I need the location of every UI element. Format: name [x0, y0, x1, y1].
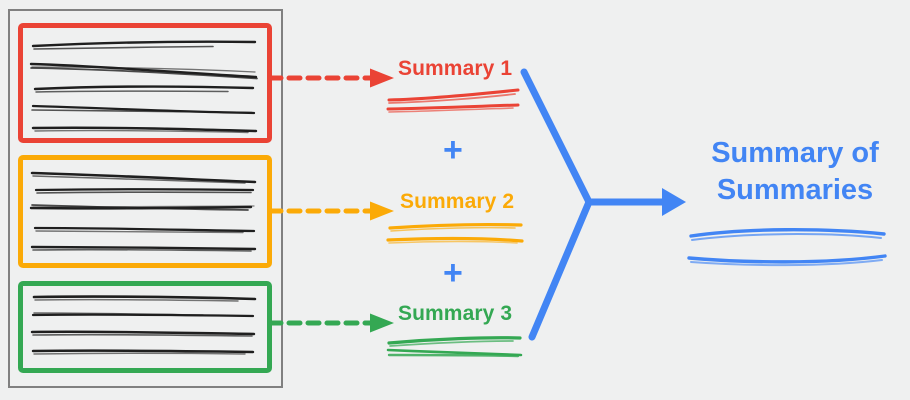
summary-label-1: Summary 1 — [398, 57, 513, 80]
final-output-title-line-2: Summaries — [716, 174, 874, 207]
source-documents-container — [8, 9, 283, 388]
summary-squiggle-3 — [386, 336, 523, 358]
summary-squiggle-2 — [386, 223, 524, 244]
plus-operator-2: + — [443, 254, 463, 292]
scribble-text-lines-green — [30, 295, 257, 355]
final-output-title: Summary of Summaries — [690, 135, 900, 209]
scribble-text-lines-red — [29, 40, 258, 134]
summary-label-2: Summary 2 — [400, 190, 515, 213]
final-output-title-line-1: Summary of — [711, 137, 879, 169]
dashed-arrow-red — [268, 68, 394, 88]
summary-label-3: Summary 3 — [398, 302, 513, 325]
summary-squiggle-1 — [386, 88, 520, 113]
dashed-arrow-orange — [268, 201, 394, 221]
scribble-text-lines-orange — [29, 171, 257, 252]
final-output-squiggle — [687, 228, 887, 267]
source-document-green[interactable] — [18, 281, 272, 373]
source-document-orange[interactable] — [18, 155, 272, 268]
dashed-arrow-green — [268, 313, 394, 333]
merge-connector-arrow — [520, 68, 686, 341]
source-document-red[interactable] — [18, 23, 272, 143]
plus-operator-1: + — [443, 131, 463, 169]
